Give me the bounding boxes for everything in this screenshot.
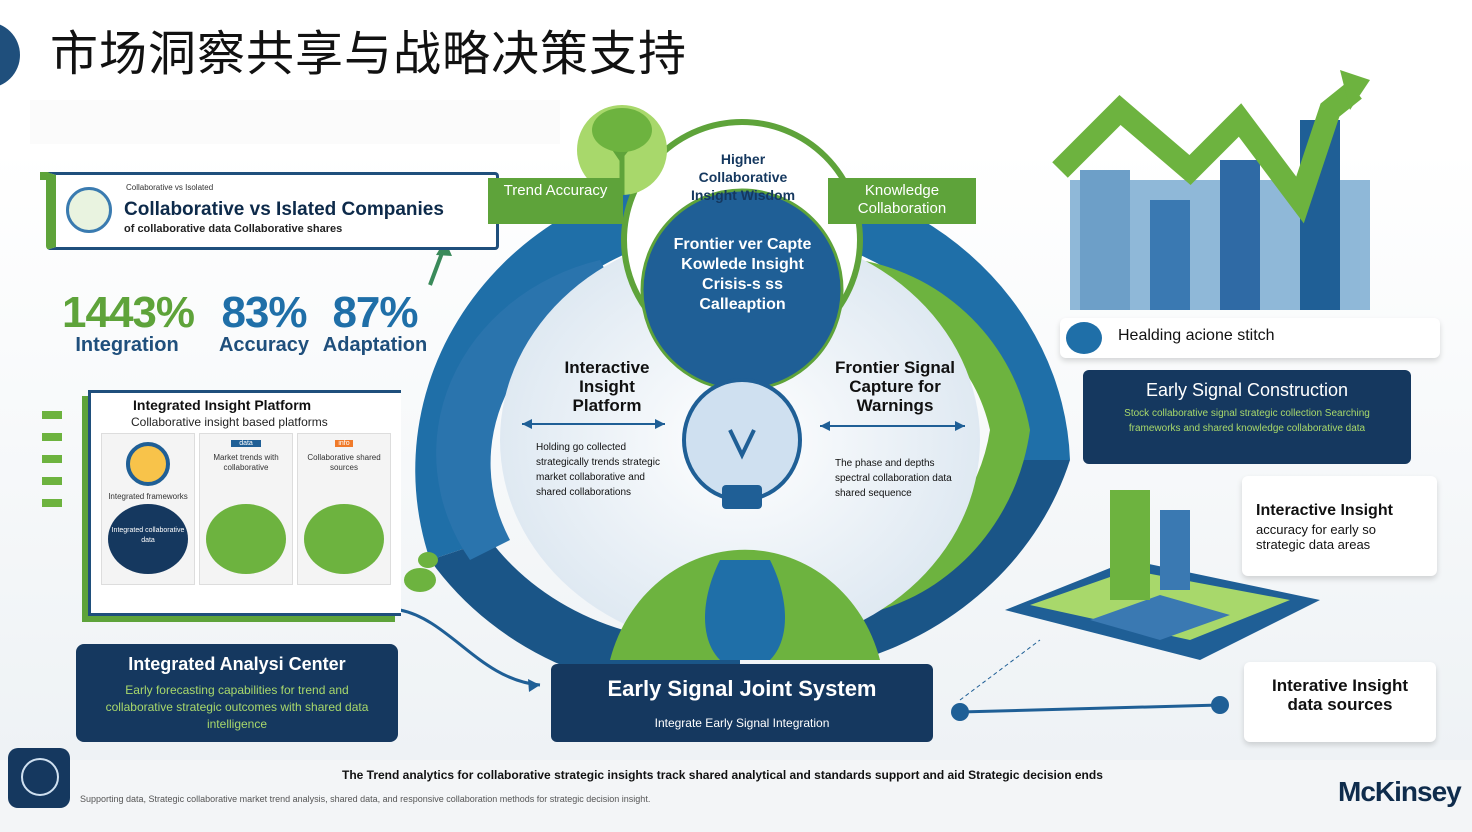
stat-adaptation: 87% Adaptation bbox=[322, 288, 428, 357]
right-body: The phase and depths spectral collaborat… bbox=[835, 458, 952, 499]
platform-subtitle: Collaborative insight based platforms bbox=[131, 415, 328, 429]
analysis-title: Integrated Analysi Center bbox=[128, 654, 346, 674]
logo-emblem-icon bbox=[21, 758, 59, 796]
comparison-title: Collaborative vs Islated Companies bbox=[124, 199, 444, 220]
stat-label: Adaptation bbox=[322, 334, 428, 356]
card-tag: info bbox=[335, 440, 353, 447]
top-label: Higher Collaborative Insight Wisdom bbox=[690, 151, 796, 203]
stat-value: 83% bbox=[221, 288, 307, 337]
brand-logo[interactable]: McKinsey bbox=[1338, 776, 1462, 807]
comparison-subtitle: of collaborative data Collaborative shar… bbox=[124, 223, 343, 235]
stat-value: 1443% bbox=[62, 288, 195, 337]
page-title: 市场洞察共享与战略决策支持 bbox=[50, 26, 688, 82]
logo-badge bbox=[8, 748, 70, 808]
bulb-icon bbox=[682, 378, 802, 502]
left-body: Holding go collected strategically trend… bbox=[536, 442, 660, 498]
trend-accuracy-tab[interactable]: Trend Accuracy bbox=[488, 178, 623, 224]
core-circle bbox=[642, 190, 842, 390]
joint-subtitle: Integrate Early Signal Integration bbox=[654, 716, 830, 730]
footer-small-text: Supporting data, Strategic collaborative… bbox=[80, 794, 651, 804]
inner-ring-left bbox=[436, 260, 620, 560]
left-title: Interactive Insight Platform bbox=[564, 358, 650, 415]
right-title: Frontier Signal Capture for Warnings bbox=[835, 358, 955, 415]
trend-arrow bbox=[1052, 81, 1362, 224]
joint-system-card[interactable]: Early Signal Joint System Integrate Earl… bbox=[551, 664, 933, 742]
card-circle bbox=[206, 504, 286, 574]
analysis-body: Early forecasting capabilities for trend… bbox=[105, 683, 369, 731]
platform-card[interactable]: info Collaborative shared sources bbox=[297, 433, 391, 585]
construction-card[interactable]: Early Signal Construction Stock collabor… bbox=[1083, 370, 1411, 464]
card-header: Market trends with collaborative bbox=[213, 453, 279, 472]
knowledge-collaboration-tab[interactable]: Knowledge Collaboration bbox=[828, 178, 976, 224]
insight-card[interactable]: Interactive Insight accuracy for early s… bbox=[1242, 476, 1437, 576]
stat-integration: 1443% Integration bbox=[62, 288, 195, 357]
card-circle: Integrated collaborative data bbox=[108, 504, 188, 574]
card-header: Integrated frameworks bbox=[108, 492, 188, 501]
stat-accuracy: 83% Accuracy bbox=[212, 288, 316, 357]
insight-body: accuracy for early so strategic data are… bbox=[1256, 522, 1376, 552]
footer bbox=[0, 760, 1472, 832]
chart-icon bbox=[126, 442, 170, 486]
stat-value: 87% bbox=[332, 288, 418, 337]
comparison-small: Collaborative vs Isolated bbox=[126, 183, 214, 192]
collaboration-icon bbox=[66, 187, 112, 233]
card-tag: data bbox=[231, 440, 261, 447]
construction-body: Stock collaborative signal strategic col… bbox=[1124, 408, 1370, 434]
card-header: Collaborative shared sources bbox=[307, 453, 381, 472]
title-underbar bbox=[30, 100, 560, 144]
platform-card[interactable]: data Market trends with collaborative bbox=[199, 433, 293, 585]
inner-ring-green bbox=[860, 260, 1030, 610]
stat-label: Integration bbox=[75, 334, 179, 356]
stat-label: Accuracy bbox=[218, 334, 310, 356]
data-sources-card[interactable]: Interative Insight data sources bbox=[1244, 662, 1436, 742]
insight-title: Interactive Insight bbox=[1256, 502, 1393, 519]
analysis-center-card[interactable]: Integrated Analysi Center Early forecast… bbox=[76, 644, 398, 742]
card-circle bbox=[304, 504, 384, 574]
holding-icon bbox=[1066, 322, 1102, 354]
holding-bar[interactable]: Healding acione stitch bbox=[1060, 318, 1440, 358]
platform-title: Integrated Insight Platform bbox=[133, 397, 312, 413]
platform-panel: Integrated Insight Platform Collaborativ… bbox=[88, 390, 401, 616]
joint-title: Early Signal Joint System bbox=[607, 676, 877, 701]
platform-card[interactable]: Integrated frameworks Integrated collabo… bbox=[101, 433, 195, 585]
side-tab[interactable] bbox=[0, 22, 20, 88]
holding-label: Healding acione stitch bbox=[1118, 327, 1275, 344]
core-label: Frontier ver Capte Kowlede Insight Crisi… bbox=[673, 236, 812, 313]
construction-title: Early Signal Construction bbox=[1145, 380, 1349, 400]
data-sources-label: Interative Insight data sources bbox=[1271, 676, 1409, 714]
platform-side-list bbox=[42, 405, 82, 615]
comparison-box: Collaborative vs Isolated Collaborative … bbox=[46, 172, 499, 250]
footer-main-text: The Trend analytics for collaborative st… bbox=[342, 768, 1103, 782]
